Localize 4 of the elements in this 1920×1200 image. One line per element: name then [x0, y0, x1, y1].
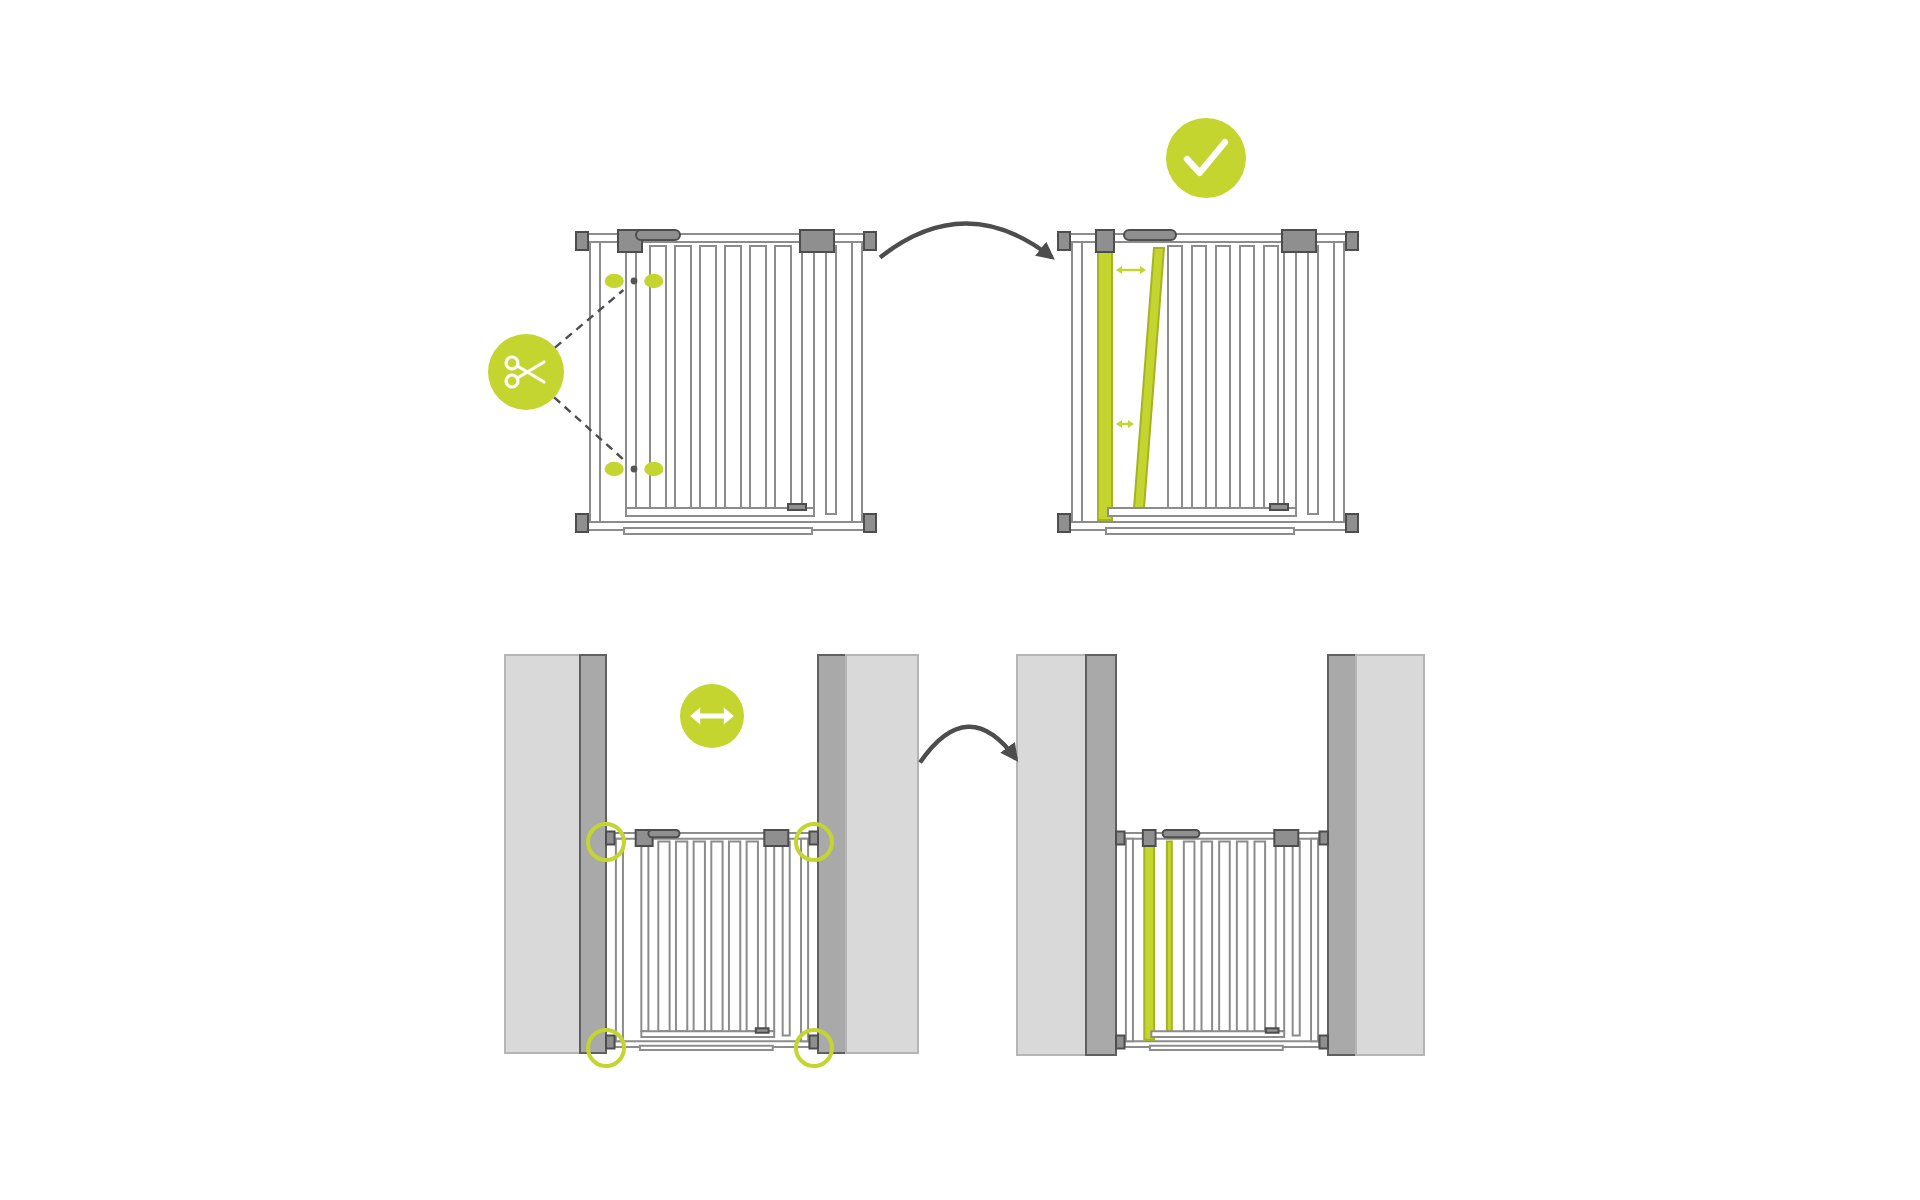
- leader-line: [553, 396, 625, 461]
- leader-line: [554, 289, 625, 349]
- curved-arrow: [878, 221, 1055, 260]
- curved-arrow: [918, 724, 1019, 764]
